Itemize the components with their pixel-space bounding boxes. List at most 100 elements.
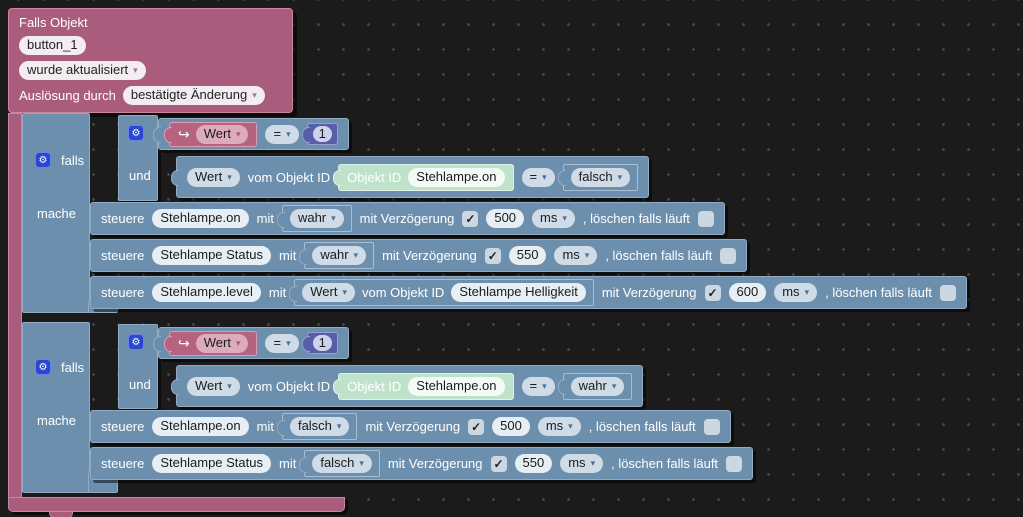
value-type-dropdown[interactable]: Wert ▾ [187, 376, 240, 396]
trigger-object-field[interactable]: button_1 [19, 36, 86, 55]
clear-running-checkbox[interactable] [703, 418, 720, 435]
number-block[interactable]: 1 [301, 332, 338, 354]
number-block[interactable]: 1 [301, 123, 338, 145]
delay-field[interactable]: 600 [728, 283, 767, 302]
boolean-block[interactable]: falsch ▾ [299, 450, 380, 477]
object-id-field[interactable]: Stehlampe.on [152, 209, 249, 228]
delay-checkbox[interactable]: ✓ [704, 284, 721, 301]
control-block-row[interactable]: steuere Stehlampe Status mit wahr ▾ mit … [90, 239, 748, 272]
delay-field[interactable]: 500 [492, 417, 530, 436]
dropdown-arrow-icon: ▾ [562, 213, 567, 223]
object-id-field[interactable]: Stehlampe.on [152, 417, 249, 436]
delay-field[interactable]: 550 [514, 454, 553, 473]
object-id-field[interactable]: Stehlampe.on [408, 376, 505, 396]
boolean-dropdown[interactable]: falsch ▾ [570, 167, 631, 187]
if-block-1[interactable]: ⚙ falls mache [22, 113, 90, 313]
mutator-gear-icon[interactable]: ⚙ [35, 359, 51, 375]
redirect-arrow-icon: ↪ [178, 335, 190, 351]
object-id-field[interactable]: Stehlampe Status [152, 454, 271, 473]
compare-block[interactable]: ↪ Wert ▾ = ▾ 1 [153, 118, 349, 150]
unit-dropdown[interactable]: ms ▾ [532, 209, 575, 228]
boolean-block[interactable]: falsch ▾ [276, 413, 358, 440]
operator-dropdown[interactable]: = ▾ [521, 376, 555, 396]
object-id-field[interactable]: Stehlampe Helligkeit [451, 283, 586, 302]
check-icon: ✓ [465, 211, 476, 226]
mutator-gear-icon[interactable]: ⚙ [128, 334, 144, 350]
next-connection-notch [49, 512, 73, 517]
with-label: mit [279, 248, 297, 263]
delay-label: mit Verzögerung [382, 248, 477, 263]
control-block-row[interactable]: steuere Stehlampe.level mit Wert ▾ vom O… [90, 276, 968, 309]
trigger-value-block[interactable]: ↪ Wert ▾ [163, 121, 258, 147]
delay-checkbox[interactable]: ✓ [468, 418, 485, 435]
with-label: mit [268, 285, 287, 300]
trigger-value-block[interactable]: ↪ Wert ▾ [163, 330, 258, 356]
with-label: mit [256, 419, 274, 434]
boolean-label: falsch [578, 168, 613, 184]
operator-dropdown[interactable]: = ▾ [265, 333, 299, 353]
boolean-dropdown[interactable]: falsch ▾ [289, 417, 350, 436]
and-block-1[interactable]: ⚙ und [118, 115, 158, 201]
trigger-event-dropdown[interactable]: wurde aktualisiert ▾ [19, 61, 146, 80]
delay-field[interactable]: 500 [486, 209, 525, 228]
control-block-row[interactable]: steuere Stehlampe.on mit falsch ▾ mit Ve… [90, 410, 731, 443]
boolean-block[interactable]: wahr ▾ [299, 242, 375, 269]
unit-dropdown[interactable]: ms ▾ [554, 246, 598, 265]
control-block-row[interactable]: steuere Stehlampe.on mit wahr ▾ mit Verz… [90, 202, 725, 235]
object-id-field[interactable]: Stehlampe.on [408, 167, 505, 187]
clear-running-checkbox[interactable] [726, 455, 743, 472]
operator-dropdown[interactable]: = ▾ [521, 167, 555, 187]
boolean-dropdown[interactable]: wahr ▾ [289, 209, 344, 228]
delay-checkbox[interactable]: ✓ [484, 247, 501, 264]
dropdown-arrow-icon: ▾ [584, 250, 590, 260]
dropdown-arrow-icon: ▾ [353, 250, 359, 260]
control-block-row[interactable]: steuere Stehlampe Status mit falsch ▾ mi… [90, 447, 754, 480]
unit-label: ms [545, 418, 564, 433]
unit-dropdown[interactable]: ms ▾ [537, 417, 581, 436]
delay-checkbox[interactable]: ✓ [490, 455, 507, 472]
dropdown-arrow-icon: ▾ [133, 65, 138, 75]
clear-running-checkbox[interactable] [940, 284, 957, 301]
with-label: mit [279, 456, 297, 471]
boolean-block[interactable]: wahr ▾ [276, 205, 352, 232]
object-id-field[interactable]: Stehlampe.level [152, 283, 261, 302]
delay-checkbox[interactable]: ✓ [462, 210, 479, 227]
trigger-mode-value: bestätigte Änderung [130, 87, 248, 102]
unit-dropdown[interactable]: ms ▾ [560, 454, 604, 473]
trigger-mode-dropdown[interactable]: bestätigte Änderung ▾ [122, 86, 265, 105]
if-block-2[interactable]: ⚙ falls mache [22, 322, 90, 493]
boolean-dropdown[interactable]: wahr ▾ [312, 246, 367, 265]
boolean-block[interactable]: falsch ▾ [557, 163, 639, 191]
boolean-dropdown[interactable]: falsch ▾ [312, 454, 372, 473]
number-field[interactable]: 1 [312, 335, 332, 351]
value-getter-block[interactable]: Wert ▾ vom Objekt ID Stehlampe Helligkei… [289, 279, 594, 306]
boolean-dropdown[interactable]: wahr ▾ [570, 376, 625, 396]
object-id-block[interactable]: Objekt ID Stehlampe.on [333, 372, 514, 400]
compare-block[interactable]: ↪ Wert ▾ = ▾ 1 [153, 327, 349, 359]
and-block-2[interactable]: ⚙ und [118, 324, 158, 409]
number-field[interactable]: 1 [312, 126, 332, 142]
object-id-field[interactable]: Stehlampe Status [152, 246, 271, 265]
trigger-block[interactable]: Falls Objekt button_1 wurde aktualisiert… [8, 8, 293, 113]
value-type-dropdown[interactable]: Wert ▾ [302, 283, 355, 302]
boolean-block[interactable]: wahr ▾ [557, 372, 633, 400]
operator-label: = [529, 377, 538, 393]
value-type-dropdown[interactable]: Wert ▾ [187, 167, 240, 187]
value-type-dropdown[interactable]: Wert ▾ [195, 124, 249, 144]
dropdown-arrow-icon: ▾ [227, 380, 232, 391]
clear-running-checkbox[interactable] [697, 210, 714, 227]
object-id-block[interactable]: Objekt ID Stehlampe.on [333, 163, 514, 191]
unit-dropdown[interactable]: ms ▾ [774, 283, 818, 302]
compare-block[interactable]: Wert ▾ vom Objekt ID Objekt ID Stehlampe… [170, 156, 650, 198]
mutator-gear-icon[interactable]: ⚙ [128, 125, 144, 141]
operator-dropdown[interactable]: = ▾ [265, 124, 299, 144]
unit-label: ms [562, 247, 580, 262]
clear-running-checkbox[interactable] [720, 247, 737, 264]
check-icon: ✓ [487, 248, 498, 263]
delay-field[interactable]: 550 [508, 246, 547, 265]
mutator-gear-icon[interactable]: ⚙ [35, 152, 51, 168]
delay-label: mit Verzögerung [365, 419, 461, 434]
compare-block[interactable]: Wert ▾ vom Objekt ID Objekt ID Stehlampe… [170, 365, 644, 407]
value-type-dropdown[interactable]: Wert ▾ [195, 333, 249, 353]
